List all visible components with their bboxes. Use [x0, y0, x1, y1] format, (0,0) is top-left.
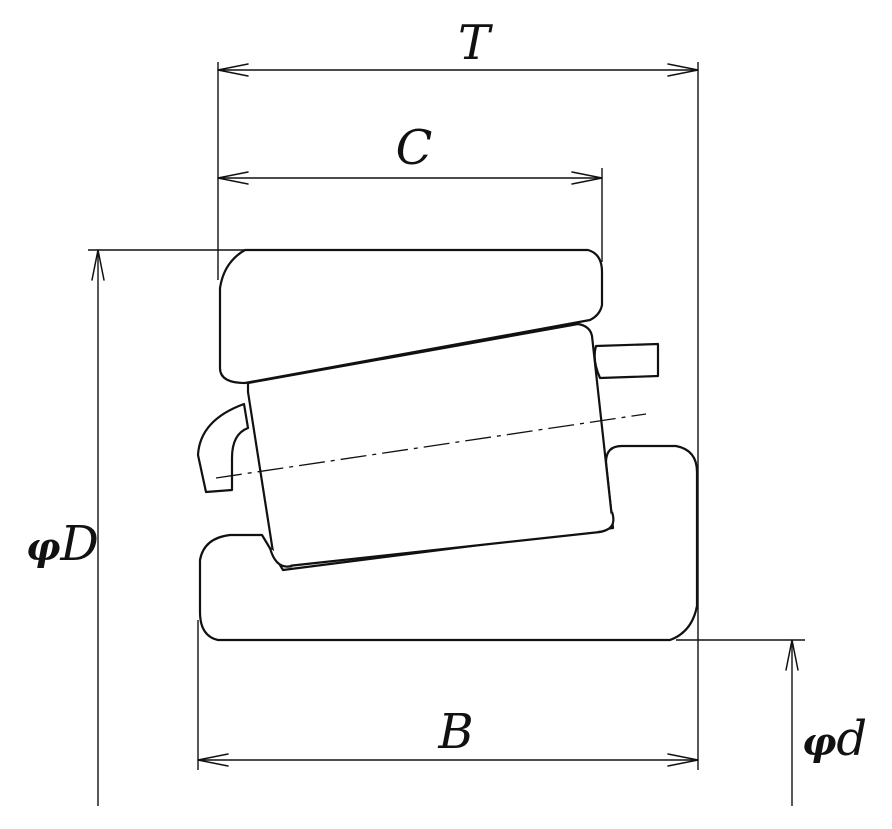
letter-outer-diameter: D	[59, 516, 98, 572]
cage-left-hook	[196, 402, 250, 494]
arrow-c-left	[217, 171, 249, 185]
label-outer-diameter: φD	[26, 516, 99, 572]
arrow-t-left	[217, 63, 249, 77]
outer-ring	[218, 248, 604, 385]
label-t: T	[458, 15, 493, 71]
roller-fillet-bottom-right	[597, 511, 615, 534]
label-bore-diameter: φd	[802, 711, 867, 767]
arrow-c-right	[571, 171, 603, 185]
arrow-b-right	[667, 753, 699, 767]
cage-right-segment	[593, 342, 660, 380]
inner-ring	[198, 444, 699, 642]
roller-axis-centerline	[215, 413, 647, 479]
label-b: B	[437, 704, 473, 760]
arrow-bore-diameter	[785, 639, 799, 671]
letter-bore-diameter: d	[836, 711, 867, 767]
arrow-t-right	[667, 63, 699, 77]
roller-fillet-bottom-left	[268, 547, 293, 568]
arrow-b-left	[197, 753, 229, 767]
phi-symbol-bore: φ	[802, 719, 836, 764]
label-c: C	[396, 120, 433, 176]
phi-symbol-outer: φ	[26, 524, 60, 569]
arrow-outer-diameter	[91, 249, 105, 281]
